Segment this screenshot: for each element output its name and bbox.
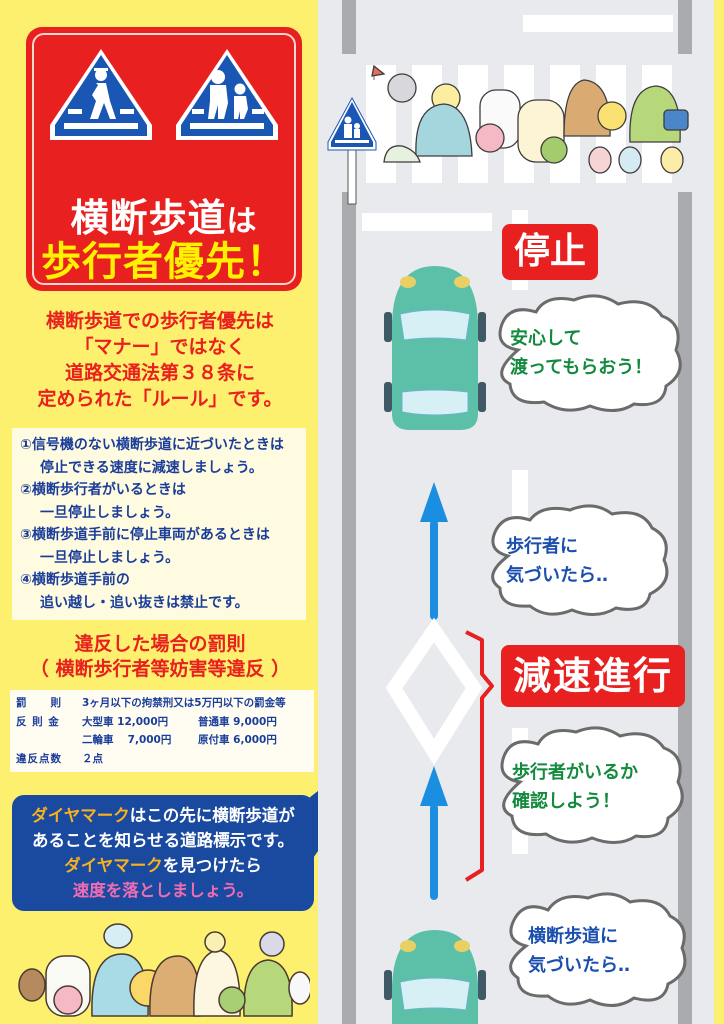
rule-line: 横断歩道での歩行者優先は <box>45 310 274 332</box>
sign-box-border <box>32 33 296 285</box>
penalty-label: 違反点数 <box>16 752 62 765</box>
stop-label: 停止 <box>502 224 598 280</box>
bubble-line: 気づいたら‥ <box>506 565 609 586</box>
rules-list: ①信号機のない横断歩道に近づいたときは 停止できる速度に減速しましょう。 ②横断… <box>12 428 306 620</box>
rule-statement: 横断歩道での歩行者優先は 「マナー」ではなく 道路交通法第３８条に 定められた「… <box>10 308 310 412</box>
bubble-line: 渡ってもらおう！ <box>510 357 653 378</box>
penalty-row-fine-2: 二輪車 7,000円 原付車 6,000円 <box>16 731 308 750</box>
penalty-value: 普通車 9,000円 <box>198 715 277 728</box>
curb-left-top <box>342 0 356 54</box>
characters-illustration <box>18 923 310 1017</box>
callout-text: を見つけたら <box>162 856 262 875</box>
curb-left <box>342 192 356 1024</box>
road-marking-top <box>523 15 673 32</box>
rule-line: 定められた「ルール」です。 <box>37 388 283 410</box>
callout-text: あることを知らせる道路標示です。 <box>31 831 295 850</box>
penalty-table: 罰 則 3ヶ月以下の拘禁刑又は5万円以下の罰金等 反 則 金 大型車 12,00… <box>10 690 314 772</box>
rule-item-2-detail: 一旦停止しましょう。 <box>40 504 180 521</box>
bubble-line: 歩行者がいるか <box>512 762 638 783</box>
penalty-label: 反 則 金 <box>16 715 60 728</box>
penalty-value: 二輪車 7,000円 <box>82 734 172 746</box>
rule-line: 「マナー」ではなく <box>74 336 246 358</box>
direction-arrow-lower-icon <box>420 766 448 900</box>
diamond-mark-callout: ダイヤマークはこの先に横断歩道が あることを知らせる道路標示です。 ダイヤマーク… <box>12 795 314 911</box>
rule-item-3: ③横断歩道手前に停止車両があるときは <box>20 527 270 543</box>
penalty-value: 大型車 12,000円 <box>82 715 169 728</box>
bubble-line: 確認しよう！ <box>512 791 620 812</box>
curb-right-top <box>678 0 692 54</box>
car-bottom-icon <box>384 930 486 1024</box>
crossing-characters-illustration <box>371 64 689 174</box>
callout-highlight-pink: 速度を落としましょう。 <box>72 881 254 900</box>
center-line <box>512 470 528 520</box>
callout-text: はこの先に横断歩道が <box>129 806 295 825</box>
rule-item-4-detail: 追い越し・追い抜きは禁止です。 <box>40 594 249 611</box>
rule-item-4: ④横断歩道手前の <box>20 572 130 588</box>
penalty-value: 3ヶ月以下の拘禁刑又は5万円以下の罰金等 <box>82 697 286 709</box>
school-crossing-sign-icon <box>176 49 278 140</box>
bubble-line: 安心して <box>510 328 582 349</box>
road-markings-overlay <box>385 482 494 900</box>
penalty-title-line1: 違反した場合の罰則 <box>74 633 246 655</box>
bubble-notice-pedestrian-text: 歩行者に 気づいたら‥ <box>506 532 608 590</box>
header-sign-box: 横断歩道は 歩行者優先！ <box>26 27 302 291</box>
diamond-marking-icon <box>385 617 483 766</box>
right-border <box>714 0 724 1024</box>
stop-line <box>362 213 492 231</box>
rule-item-1: ①信号機のない横断歩道に近づいたときは <box>20 437 284 453</box>
bubble-line: 横断歩道に <box>528 926 618 947</box>
speech-cloud-icon <box>498 294 682 412</box>
bubble-check-pedestrian-text: 歩行者がいるか 確認しよう！ <box>512 758 638 816</box>
bubble-line: 歩行者に <box>506 536 578 557</box>
penalty-row-punishment: 罰 則 3ヶ月以下の拘禁刑又は5万円以下の罰金等 <box>16 694 308 713</box>
penalty-row-fine: 反 則 金 大型車 12,000円 普通車 9,000円 <box>16 713 308 732</box>
curb-right <box>678 192 692 1024</box>
rule-item-3-detail: 一旦停止しましょう。 <box>40 549 180 566</box>
sign-title-suffix: は <box>226 204 258 239</box>
bubble-notice-crosswalk-text: 横断歩道に 気づいたら‥ <box>528 922 630 980</box>
sign-title-line2: 歩行者優先！ <box>41 239 287 285</box>
rule-item-1-detail: 停止できる速度に減速しましょう。 <box>40 459 263 476</box>
speech-cloud-icon <box>500 726 684 844</box>
direction-arrow-upper-icon <box>420 482 448 620</box>
penalty-label: 罰 則 <box>16 697 62 709</box>
bubble-line: 気づいたら‥ <box>528 955 631 976</box>
callout-highlight: ダイヤマーク <box>31 806 130 825</box>
slowdown-bracket-icon <box>464 630 494 882</box>
rule-line: 道路交通法第３８条に <box>64 362 255 384</box>
penalty-value: ２点 <box>82 752 103 765</box>
rule-item-2: ②横断歩行者がいるときは <box>20 482 186 498</box>
center-line <box>512 830 528 854</box>
car-top-icon <box>384 266 486 430</box>
penalty-value: 原付車 6,000円 <box>198 734 277 746</box>
pedestrian-crossing-sign-icon <box>50 49 152 140</box>
penalty-title-line2: （ 横断歩行者等妨害等違反 ） <box>29 658 291 680</box>
penalty-title: 違反した場合の罰則 （ 横断歩行者等妨害等違反 ） <box>10 632 310 682</box>
slow-down-label: 減速進行 <box>501 645 685 707</box>
roadside-school-crossing-sign-icon <box>327 96 377 205</box>
bubble-stop-text: 安心して 渡ってもらおう！ <box>510 324 652 382</box>
sign-title-main: 横断歩道 <box>70 196 227 240</box>
speech-cloud-icon <box>491 504 669 616</box>
sign-title-line1: 横断歩道は <box>26 187 302 242</box>
speech-cloud-icon <box>509 892 687 1007</box>
penalty-row-points: 違反点数 ２点 <box>16 750 308 769</box>
callout-highlight: ダイヤマーク <box>64 856 163 875</box>
